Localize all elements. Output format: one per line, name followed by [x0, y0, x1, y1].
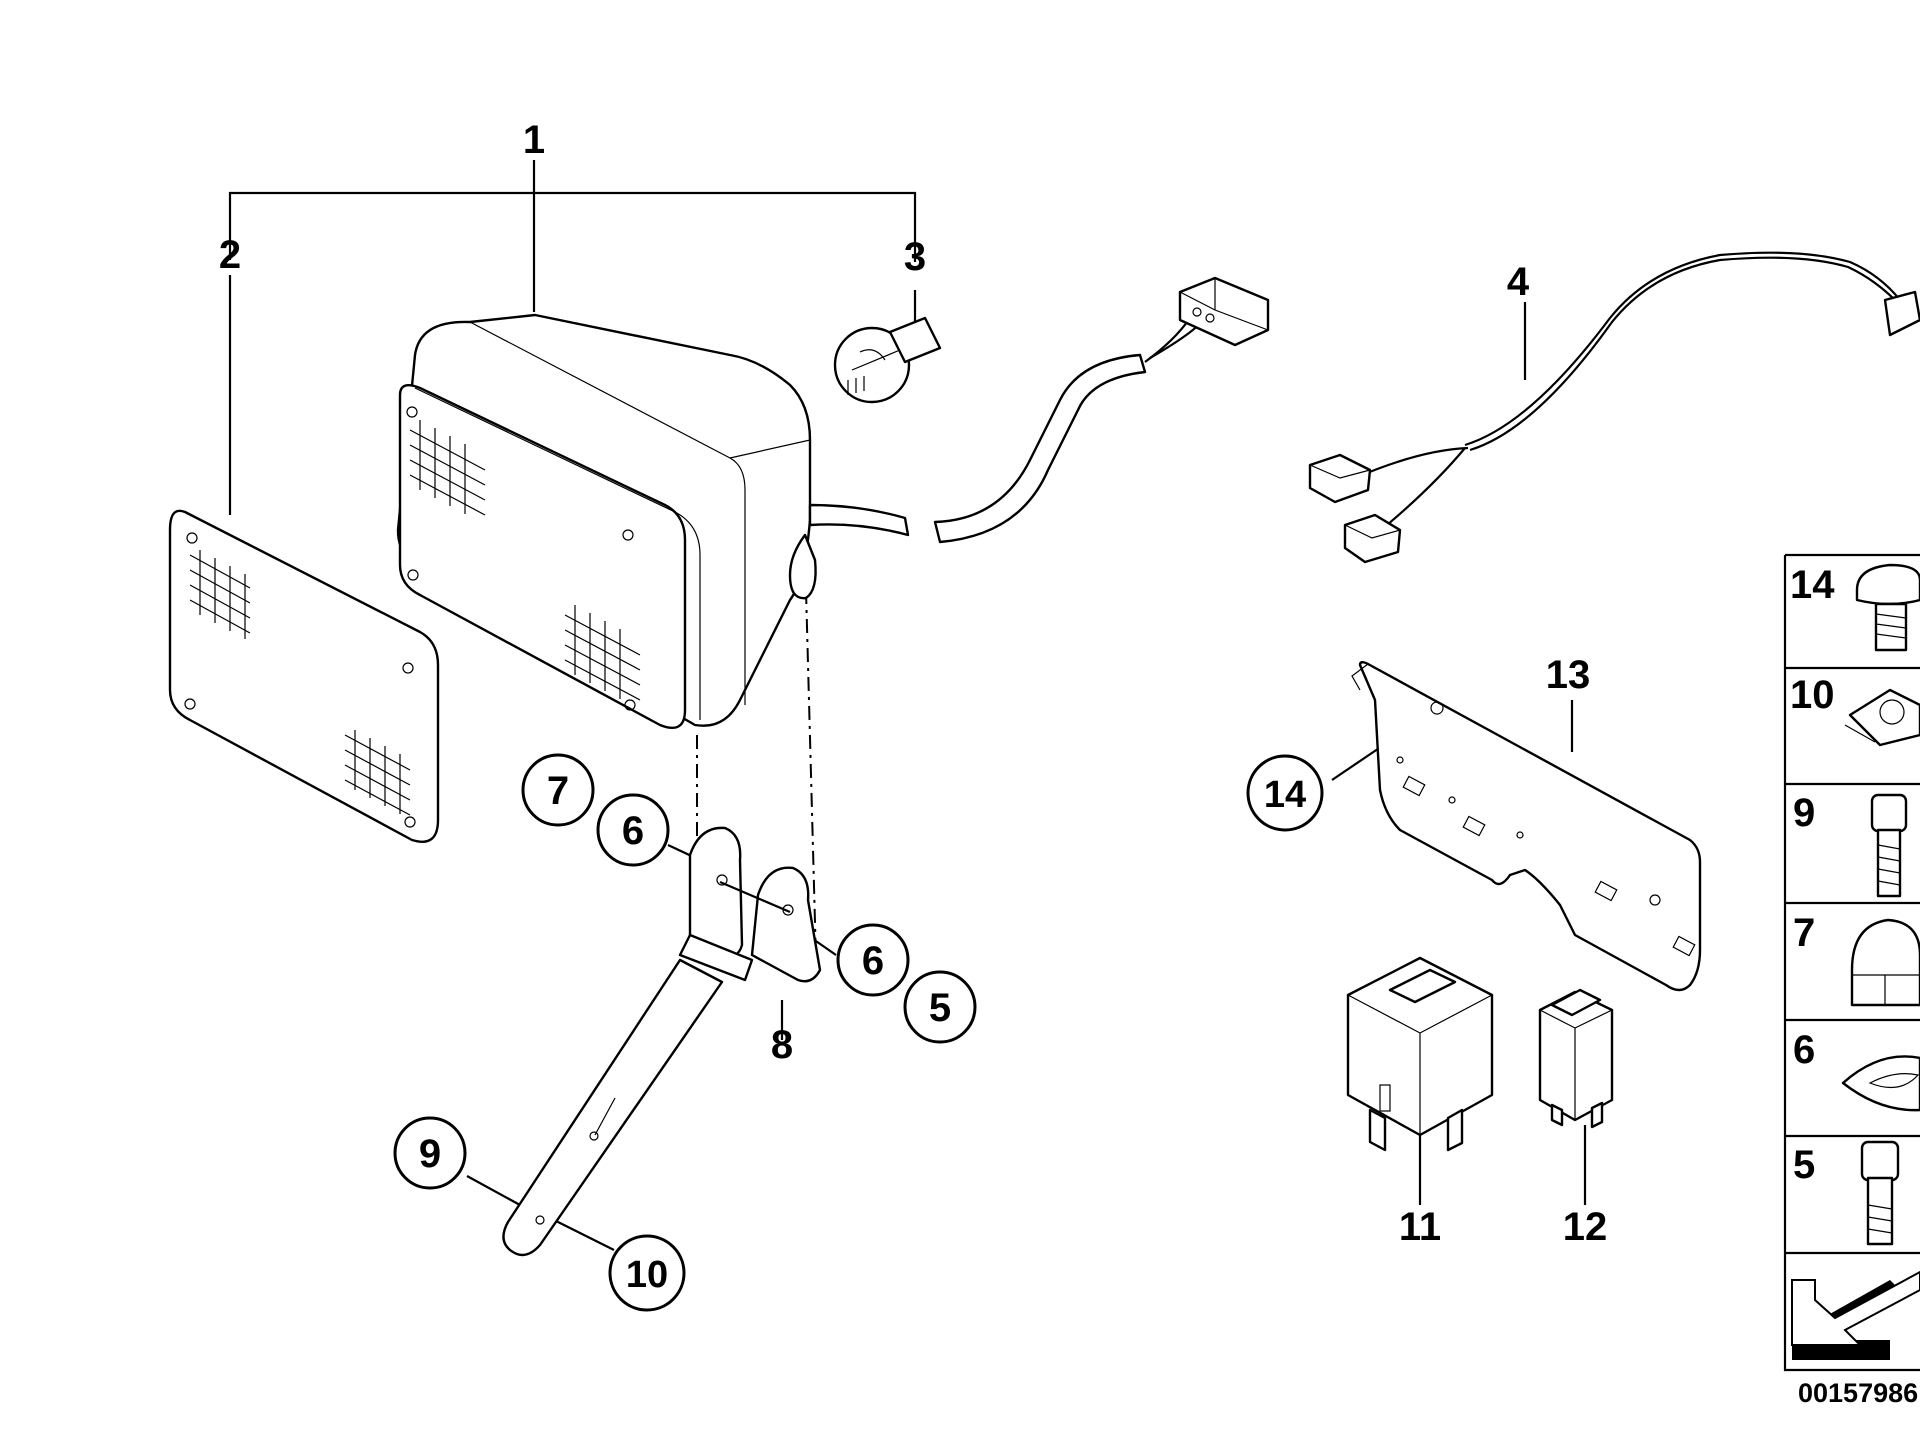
svg-text:6: 6 — [622, 809, 644, 853]
svg-text:9: 9 — [419, 1132, 441, 1176]
circled-callout-14: 14 — [1246, 754, 1324, 832]
connector-icon — [1883, 290, 1920, 337]
bolt-icon — [1870, 793, 1908, 898]
callout-labels: 1 2 3 4 8 11 12 13 — [219, 118, 1607, 1249]
wiring-harness-part — [1308, 251, 1920, 564]
connector-icon — [1178, 276, 1270, 347]
relay-part-12 — [1538, 988, 1614, 1129]
assembly-lines — [696, 589, 817, 961]
legend-number: 14 — [1790, 563, 1835, 607]
callout-2: 2 — [219, 233, 241, 277]
lamp-cable — [808, 276, 1270, 544]
mounting-plate-part — [1351, 661, 1702, 992]
circled-callout-5: 5 — [903, 970, 977, 1044]
callout-12: 12 — [1563, 1205, 1608, 1249]
cap-nut-icon — [1850, 918, 1920, 1007]
callout-11: 11 — [1399, 1205, 1441, 1249]
connector-icon — [1343, 513, 1402, 564]
diagram-id: 00157986 — [1798, 1378, 1918, 1408]
circled-callout-6: 6 — [836, 923, 910, 997]
circled-callout-9: 9 — [393, 1116, 467, 1190]
lamp-housing-part — [396, 313, 817, 730]
connector-icon — [1308, 453, 1372, 504]
circled-callout-7: 7 — [521, 753, 595, 827]
callout-3: 3 — [904, 235, 926, 279]
callout-13: 13 — [1546, 653, 1591, 697]
screw-icon — [1855, 563, 1920, 652]
legend-number: 5 — [1793, 1143, 1815, 1187]
bolt-icon — [1860, 1140, 1900, 1246]
callout-4: 4 — [1507, 260, 1530, 304]
legend-table: 14 10 9 7 6 5 — [1783, 553, 1920, 1372]
mount-bracket-part — [502, 826, 822, 1257]
svg-text:10: 10 — [626, 1254, 668, 1296]
legend-number: 6 — [1793, 1028, 1815, 1072]
svg-text:14: 14 — [1264, 774, 1306, 816]
lens-part — [168, 509, 440, 843]
svg-text:7: 7 — [547, 769, 569, 813]
arrow-icon — [1791, 1270, 1920, 1360]
svg-text:5: 5 — [929, 986, 951, 1030]
relay-part-11 — [1346, 956, 1494, 1152]
legend-number: 9 — [1793, 791, 1815, 835]
circled-callouts: 7 6 6 5 9 10 14 — [393, 753, 1324, 1312]
svg-text:6: 6 — [862, 939, 884, 983]
washer-icon — [1841, 1055, 1920, 1112]
callout-1: 1 — [523, 118, 545, 162]
legend-number: 7 — [1793, 911, 1815, 955]
legend-number: 10 — [1790, 673, 1835, 717]
circled-callout-10: 10 — [608, 1234, 686, 1312]
clip-nut-icon — [1844, 688, 1920, 747]
callout-8: 8 — [771, 1023, 793, 1067]
circled-callout-6: 6 — [596, 793, 670, 867]
bulb-part — [833, 316, 942, 404]
